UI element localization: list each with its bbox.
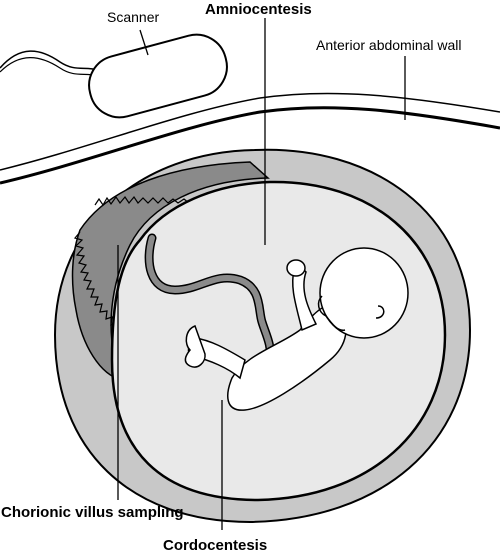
- fetus-foot: [184, 325, 206, 368]
- fetus-face: [317, 295, 346, 332]
- placenta-villi-edge: [73, 231, 118, 326]
- scanner-label: Scanner: [107, 9, 159, 25]
- scanner-cable: [0, 50, 99, 71]
- abdominal-wall: [0, 92, 500, 185]
- fetus-hand: [286, 259, 306, 277]
- fetus-head: [319, 247, 409, 339]
- amniotic-sac: [110, 180, 447, 502]
- scanner-leader: [139, 29, 149, 56]
- fetus: [184, 247, 409, 411]
- abdominal-wall-label: Anterior abdominal wall: [316, 37, 462, 53]
- fetus-ear: [375, 305, 385, 319]
- scanner-probe: [0, 33, 228, 119]
- leader-lines: [117, 18, 406, 530]
- scanner-body: [88, 33, 228, 119]
- anterior-abdominal-wall-line: [0, 106, 500, 185]
- cordocentesis-label: Cordocentesis: [163, 537, 267, 554]
- cvs-label: Chorionic villus sampling: [1, 504, 184, 521]
- placenta: [71, 161, 270, 382]
- amniocentesis-label: Amniocentesis: [205, 1, 312, 18]
